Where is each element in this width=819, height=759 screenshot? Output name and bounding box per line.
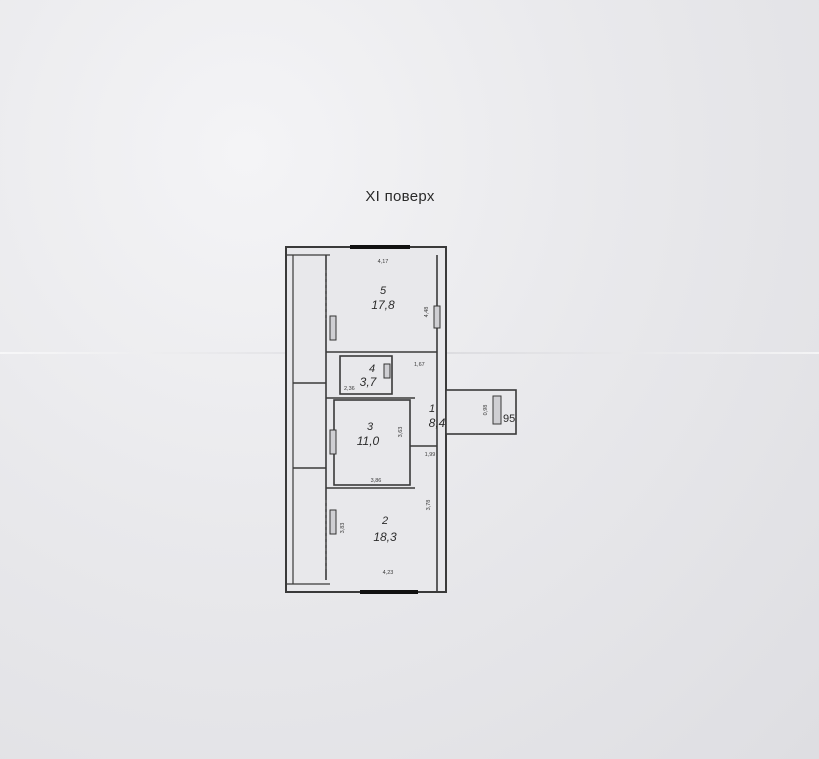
room-1-number: 1: [429, 403, 435, 415]
room-3-number: 3: [367, 421, 374, 433]
dim-room4-left: 2,36: [344, 386, 355, 392]
room-1-area: 8,4: [429, 416, 446, 430]
annex-label: 95: [503, 413, 515, 425]
dim-room3-bottom: 3,86: [371, 478, 382, 484]
dim-room4-right: 1,67: [414, 362, 425, 368]
dim-room3-right: 3,63: [398, 427, 404, 438]
room-4-number: 4: [369, 363, 375, 375]
room-5-area: 17,8: [371, 298, 395, 312]
room-2-area: 18,3: [373, 530, 397, 544]
annex: [445, 389, 517, 435]
room-5-number: 5: [380, 285, 387, 297]
windows: [350, 245, 418, 594]
dim-room2-bottom: 4,23: [383, 570, 394, 576]
dim-hall-lower: 3,78: [426, 500, 432, 511]
room-4-area: 3,7: [360, 375, 378, 389]
dim-bath-height: 0,98: [483, 405, 489, 416]
room-2-number: 2: [381, 515, 388, 527]
dim-room5-top: 4,17: [378, 259, 389, 265]
doors: [329, 305, 441, 535]
floor-title: XI поверх: [365, 188, 435, 205]
dim-room5-right: 4,48: [424, 307, 430, 318]
dim-room2-left: 3,83: [340, 523, 346, 534]
dim-hall-right: 1,99: [425, 452, 436, 458]
outer-walls: [285, 246, 447, 593]
room-3-area: 11,0: [357, 434, 380, 448]
